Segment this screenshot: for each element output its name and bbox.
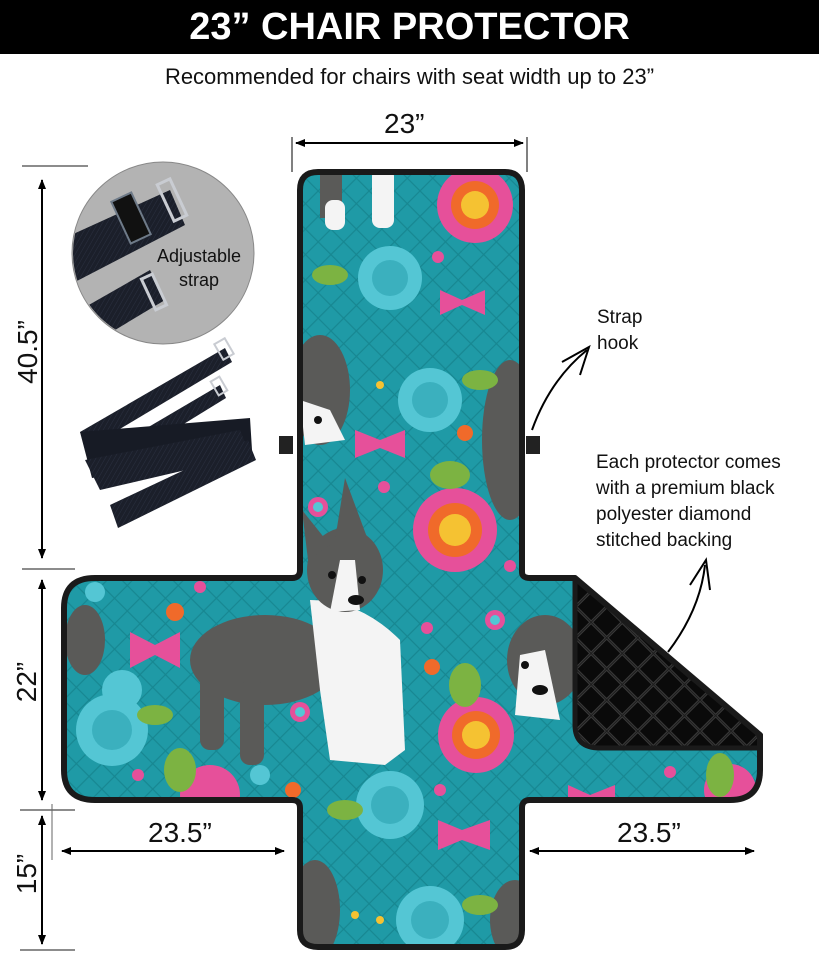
page-title: 23” CHAIR PROTECTOR (189, 5, 630, 48)
backing-note-line-3: polyester diamond (596, 504, 752, 525)
strap-hook-line-1: Strap (597, 307, 643, 328)
header-banner: 23” CHAIR PROTECTOR (0, 0, 819, 54)
front-flap-label: 15” (11, 853, 42, 895)
dog-figure-left (290, 335, 350, 445)
adjustable-strap-line-1: Adjustable (156, 246, 242, 266)
dog-figure-main (190, 478, 405, 765)
loose-straps-image (80, 336, 256, 528)
backing-note-line-1: Each protector comes (596, 452, 781, 473)
backing-note-line-2: with a premium black (596, 478, 775, 499)
backing-arrow (667, 557, 711, 653)
backing-note-line-4: stitched backing (596, 530, 733, 551)
top-width-dimension (291, 137, 528, 172)
right-arm-label: 23.5” (617, 817, 681, 848)
strap-hook-left (279, 436, 293, 454)
back-height-label: 40.5” (12, 320, 43, 384)
seat-depth-label: 22” (11, 661, 42, 703)
subtitle: Recommended for chairs with seat width u… (164, 64, 655, 89)
left-dimensions (20, 165, 88, 951)
top-width-label: 23” (384, 108, 425, 139)
strap-hook-right (526, 436, 540, 454)
strap-hook-line-2: hook (597, 333, 639, 354)
left-arm-label: 23.5” (148, 817, 212, 848)
dog-figure-topleg (320, 172, 394, 230)
strap-hook-arrow (531, 344, 591, 431)
strap-hook-note: Strap hook (597, 305, 642, 357)
adjustable-strap-line-2: strap (178, 270, 220, 290)
adjustable-strap-label: Adjustable strap (144, 244, 254, 292)
backing-note: Each protector comes with a premium blac… (596, 450, 781, 554)
